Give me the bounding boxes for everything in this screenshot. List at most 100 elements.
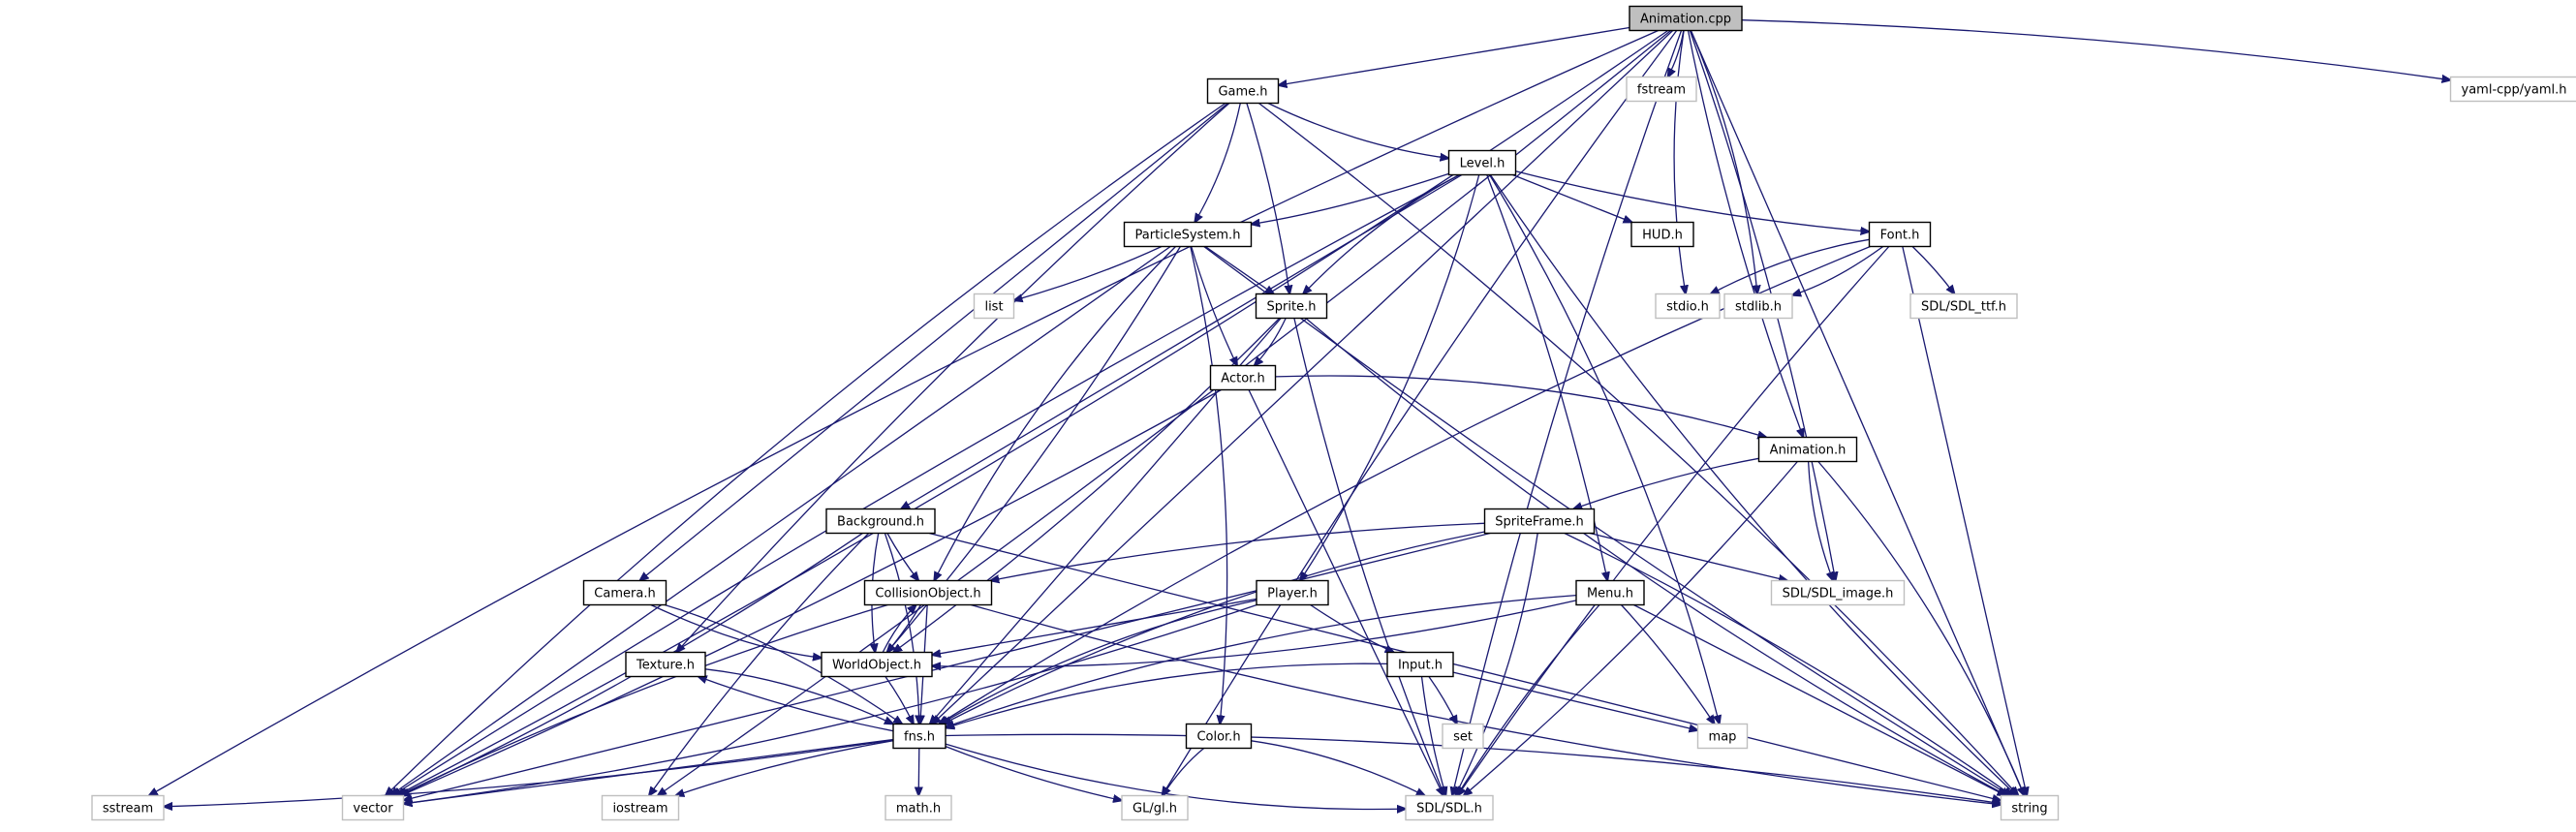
node-box bbox=[1209, 364, 1277, 391]
node-label: SpriteFrame.h bbox=[1495, 515, 1583, 530]
node-stdio-h: stdio.h bbox=[1655, 293, 1721, 320]
edge-spriteframe_h-to-fns_h bbox=[943, 531, 1485, 724]
node-label: math.h bbox=[896, 802, 941, 817]
node-label: sstream bbox=[103, 802, 153, 817]
node-iostream: iostream bbox=[601, 794, 680, 821]
node-box bbox=[91, 794, 165, 821]
node-sstream: sstream bbox=[91, 794, 165, 821]
node-color-h[interactable]: Color.h bbox=[1185, 723, 1253, 750]
node-label: SDL/SDL_image.h bbox=[1783, 587, 1894, 601]
node-font-h[interactable]: Font.h bbox=[1868, 221, 1932, 248]
node-worldobject-h[interactable]: WorldObject.h bbox=[821, 651, 933, 678]
node-box bbox=[1868, 221, 1932, 248]
node-box bbox=[885, 794, 952, 821]
node-sprite-h[interactable]: Sprite.h bbox=[1255, 293, 1328, 320]
edge-fns_h-to-vector bbox=[404, 738, 894, 804]
node-spriteframe-h[interactable]: SpriteFrame.h bbox=[1483, 508, 1596, 535]
node-box bbox=[1447, 149, 1517, 176]
node-actor-h[interactable]: Actor.h bbox=[1209, 364, 1277, 391]
edge-animation_cpp-to-yaml bbox=[1741, 19, 2451, 80]
edge-spriteframe_h-to-vector bbox=[404, 532, 1491, 801]
node-input-h[interactable]: Input.h bbox=[1386, 651, 1454, 678]
node-particlesystem-h[interactable]: ParticleSystem.h bbox=[1123, 221, 1253, 248]
node-box bbox=[1123, 221, 1253, 248]
node-math-h: math.h bbox=[885, 794, 952, 821]
node-box bbox=[1629, 5, 1743, 32]
node-background-h[interactable]: Background.h bbox=[825, 508, 936, 535]
edge-particlesystem_h-to-color_h bbox=[1190, 246, 1228, 724]
edge-spriteframe_h-to-string bbox=[1564, 532, 2012, 796]
node-sdl-image: SDL/SDL_image.h bbox=[1770, 579, 1906, 606]
node-box bbox=[825, 508, 936, 535]
node-label: CollisionObject.h bbox=[875, 587, 980, 601]
edge-camera_h-to-worldobject_h bbox=[650, 603, 822, 659]
node-label: vector bbox=[353, 802, 393, 817]
edge-level_h-to-sprite_h bbox=[1303, 173, 1460, 294]
edge-animation_cpp-to-game_h bbox=[1279, 26, 1630, 86]
node-label: Color.h bbox=[1196, 730, 1240, 745]
node-hud-h[interactable]: HUD.h bbox=[1630, 221, 1694, 248]
node-box bbox=[1442, 723, 1484, 750]
node-fns-h[interactable]: fns.h bbox=[892, 723, 947, 750]
node-box bbox=[582, 579, 667, 606]
edge-particlesystem_h-to-sprite_h bbox=[1204, 245, 1274, 294]
edge-level_h-to-player_h bbox=[1300, 174, 1480, 581]
edge-menu_h-to-string bbox=[1633, 603, 2005, 796]
edge-input_h-to-map bbox=[1452, 671, 1698, 730]
node-animation-h[interactable]: Animation.h bbox=[1757, 436, 1858, 463]
node-label: string bbox=[2011, 802, 2047, 817]
edge-sprite_h-to-sdl_h bbox=[1293, 318, 1444, 796]
node-texture-h[interactable]: Texture.h bbox=[625, 651, 706, 678]
edge-game_h-to-vector bbox=[386, 102, 1226, 796]
node-label: SDL/SDL_ttf.h bbox=[1921, 300, 2006, 315]
node-label: Menu.h bbox=[1587, 587, 1633, 601]
edge-menu_h-to-sdl_h bbox=[1457, 604, 1600, 796]
node-level-h[interactable]: Level.h bbox=[1447, 149, 1517, 176]
edge-level_h-to-hud_h bbox=[1512, 173, 1631, 223]
edge-menu_h-to-fns_h bbox=[946, 594, 1577, 727]
edge-particlesystem_h-to-vector bbox=[390, 245, 1171, 796]
node-collisionobject-h[interactable]: CollisionObject.h bbox=[863, 579, 993, 606]
node-gl-h: GL/gl.h bbox=[1121, 794, 1189, 821]
node-label: iostream bbox=[612, 802, 667, 817]
edge-spriteframe_h-to-sdl_h bbox=[1455, 533, 1538, 796]
node-yaml: yaml-cpp/yaml.h bbox=[2449, 76, 2576, 103]
node-box bbox=[821, 651, 933, 678]
edge-game_h-to-level_h bbox=[1267, 102, 1449, 159]
edge-particlesystem_h-to-list bbox=[1014, 245, 1163, 301]
edge-level_h-to-string bbox=[1489, 174, 2016, 796]
edge-actor_h-to-vector bbox=[401, 388, 1222, 796]
node-box bbox=[1723, 293, 1793, 320]
node-label: Input.h bbox=[1398, 659, 1443, 673]
node-box bbox=[2000, 794, 2060, 821]
node-set: set bbox=[1442, 723, 1484, 750]
node-label: SDL/SDL.h bbox=[1416, 802, 1482, 817]
node-animation-cpp[interactable]: Animation.cpp bbox=[1629, 5, 1743, 32]
node-camera-h[interactable]: Camera.h bbox=[582, 579, 667, 606]
edge-animation_cpp-to-animation_h bbox=[1687, 30, 1804, 438]
node-box bbox=[341, 794, 405, 821]
node-stdlib-h: stdlib.h bbox=[1723, 293, 1793, 320]
edge-font_h-to-sdl_h bbox=[1458, 246, 1890, 796]
edge-collisionobject_h-to-vector bbox=[398, 603, 888, 796]
edge-sprite_h-to-string bbox=[1305, 318, 2007, 796]
edge-particlesystem_h-to-actor_h bbox=[1191, 246, 1237, 366]
edge-animation_h-to-sdl_h bbox=[1464, 461, 1798, 796]
edge-input_h-to-fns_h bbox=[946, 663, 1388, 727]
edge-color_h-to-gl_h bbox=[1163, 747, 1205, 796]
edge-particlesystem_h-to-string bbox=[1203, 245, 2010, 796]
node-menu-h[interactable]: Menu.h bbox=[1575, 579, 1645, 606]
node-box bbox=[2449, 76, 2576, 103]
edge-level_h-to-menu_h bbox=[1486, 174, 1608, 581]
edge-font_h-to-stdio_h bbox=[1711, 238, 1870, 293]
node-box bbox=[1626, 76, 1697, 103]
node-game-h[interactable]: Game.h bbox=[1206, 77, 1280, 105]
node-player-h[interactable]: Player.h bbox=[1256, 579, 1329, 606]
node-box bbox=[1909, 293, 2018, 320]
edge-collisionobject_h-to-worldobject_h bbox=[887, 604, 922, 653]
node-label: map bbox=[1709, 730, 1737, 745]
edge-animation_cpp-to-string bbox=[1690, 30, 2024, 796]
node-label: Actor.h bbox=[1221, 372, 1264, 386]
edge-player_h-to-vector bbox=[404, 603, 1257, 804]
